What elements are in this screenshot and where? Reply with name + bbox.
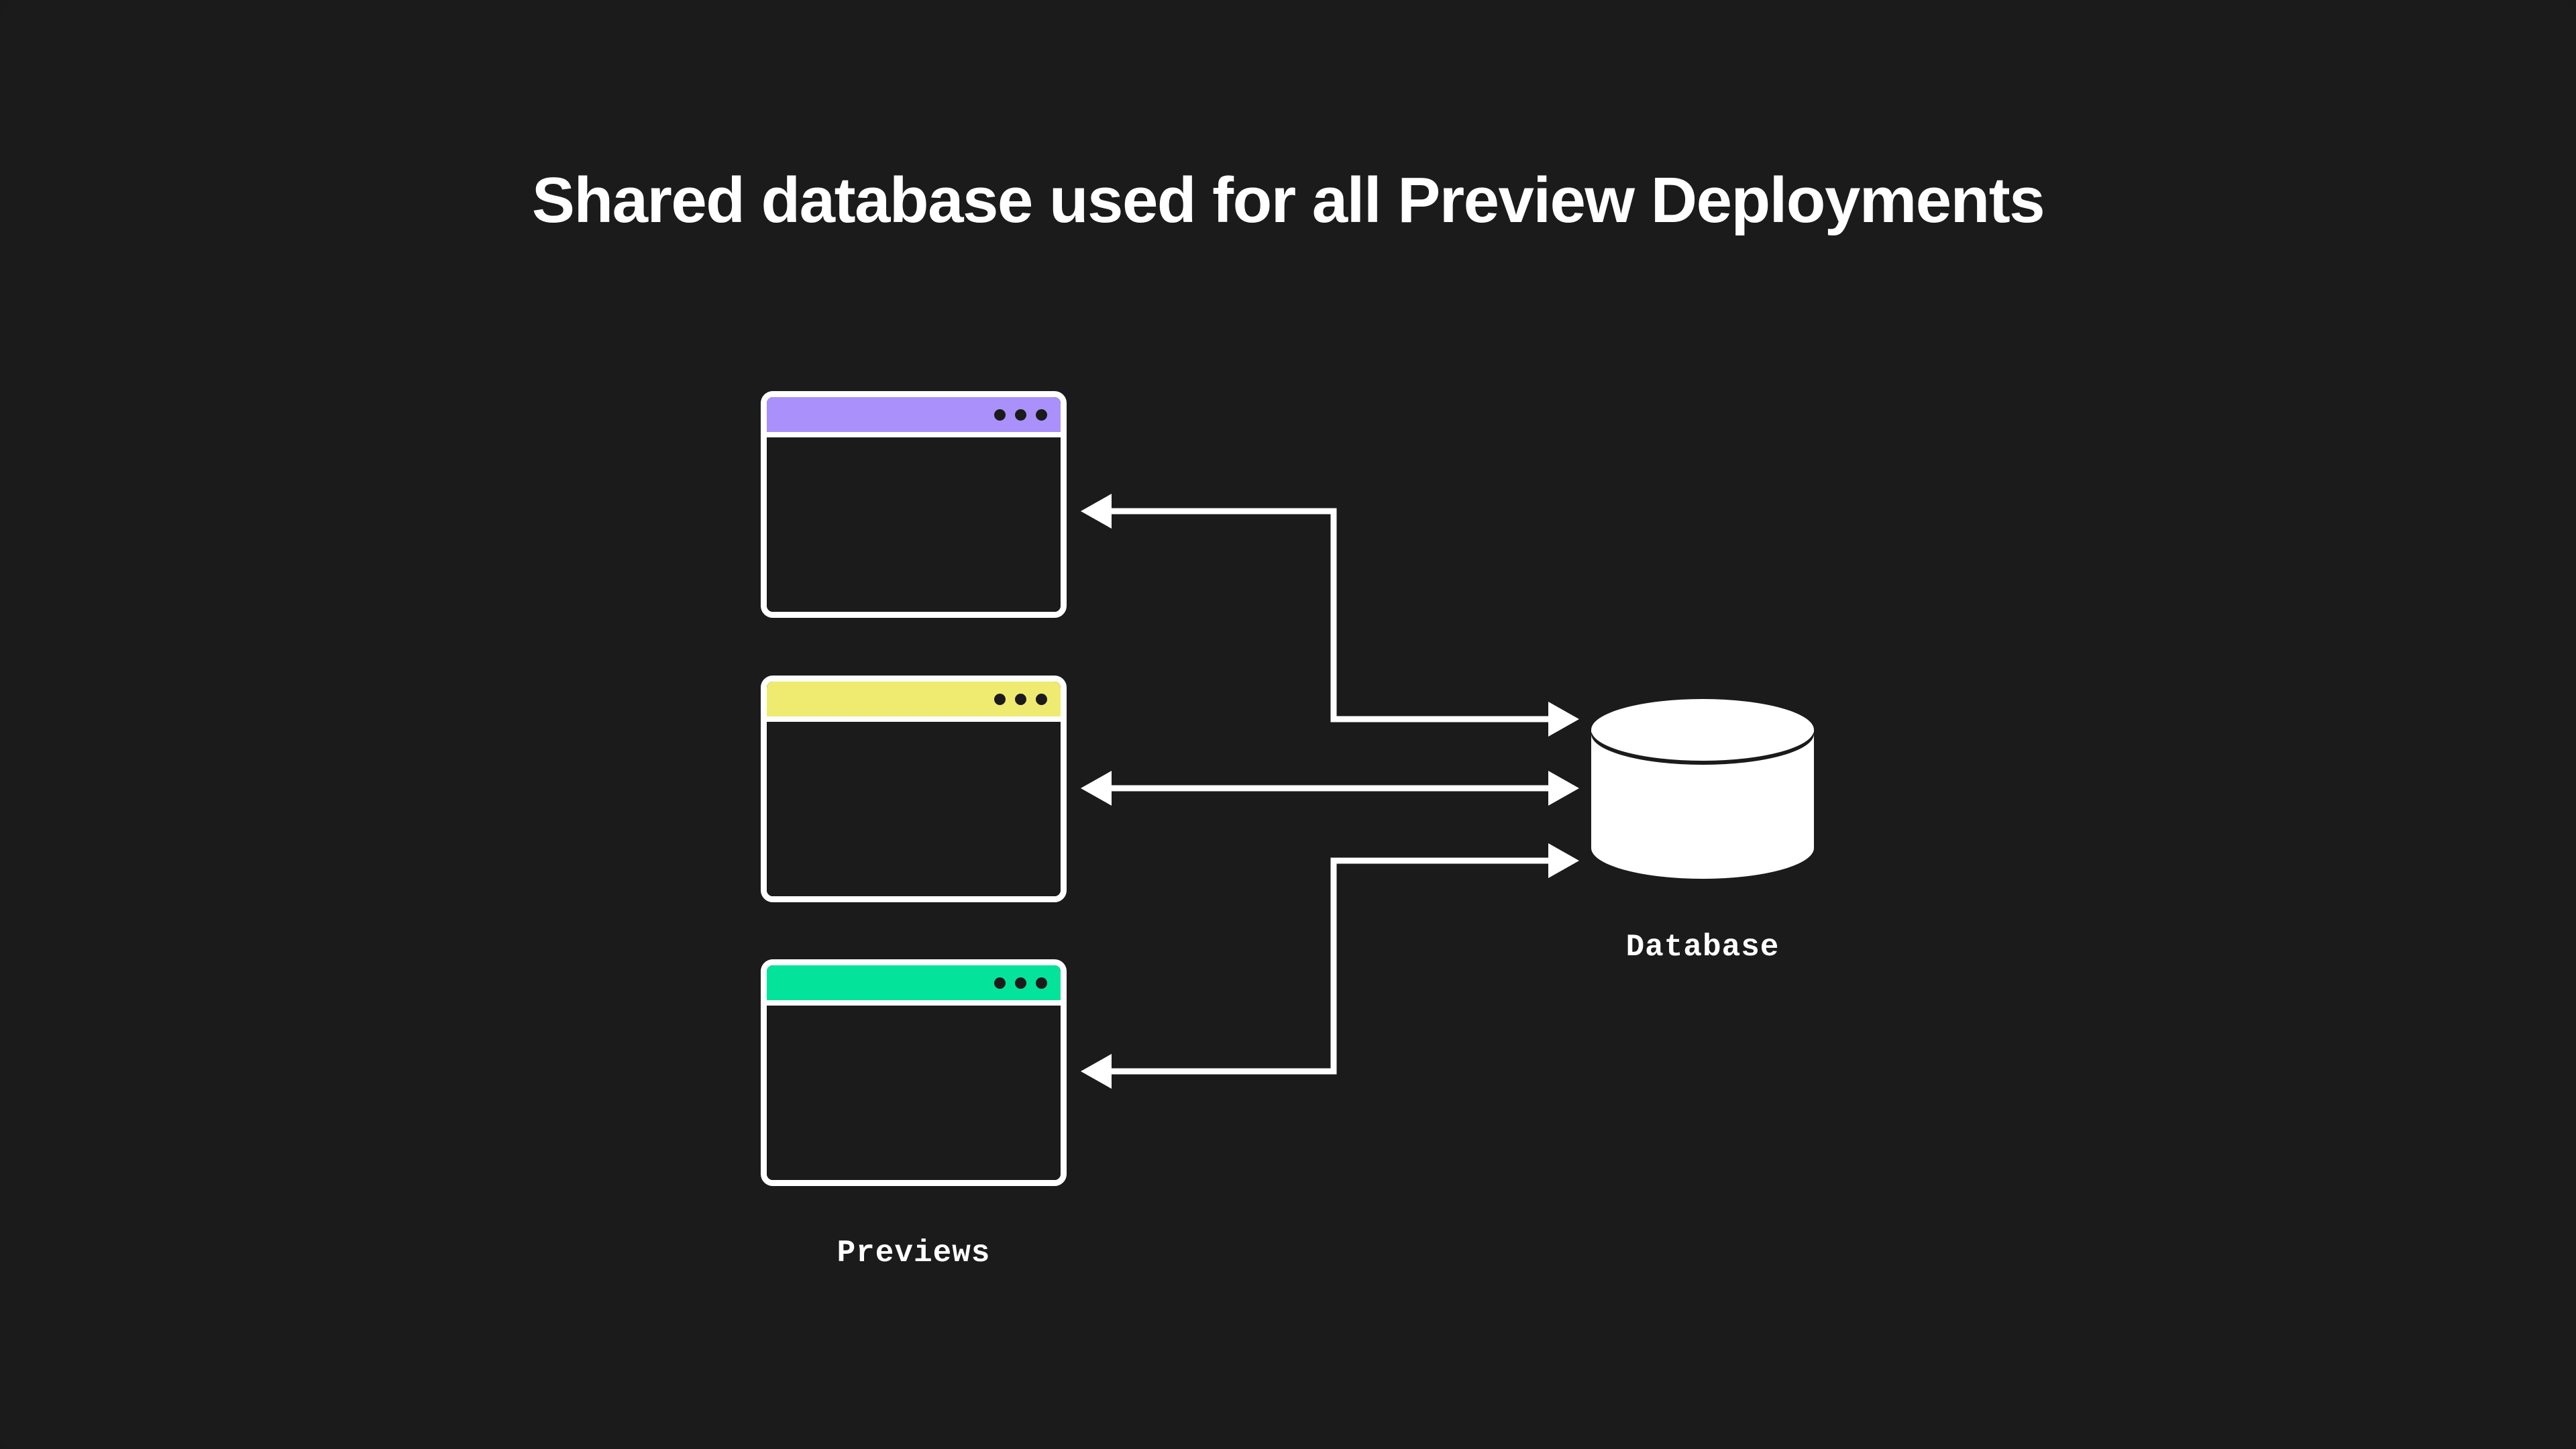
window-titlebar-1 [767,397,1061,437]
window-titlebar-3 [767,965,1061,1006]
window-dot-icon[interactable] [994,409,1006,421]
window-dot-icon[interactable] [1015,693,1026,705]
window-dot-icon[interactable] [1015,977,1026,989]
database-label: Database [1625,930,1780,965]
arrowhead-right-database-top [1548,702,1579,737]
preview-window-1[interactable] [761,391,1067,618]
window-body-1 [767,437,1061,612]
preview-window-2[interactable] [761,676,1067,902]
arrowhead-right-database-mid [1548,771,1579,806]
edge-db-to-preview-1-path [1096,508,1563,722]
window-controls-3 [994,977,1047,989]
arrowhead-left-preview-2 [1081,771,1112,806]
arrowhead-left-preview-3 [1081,1054,1112,1089]
arrowhead-left-preview-1 [1081,494,1112,529]
previews-label: Previews [837,1236,991,1271]
arrowhead-right-database-bottom [1548,843,1579,878]
page-title: Shared database used for all Preview Dep… [531,164,2045,236]
window-dot-icon[interactable] [1036,977,1047,989]
window-controls-2 [994,693,1047,705]
window-dot-icon[interactable] [1015,409,1026,421]
window-controls-1 [994,409,1047,421]
window-dot-icon[interactable] [994,977,1006,989]
window-dot-icon[interactable] [1036,693,1047,705]
window-titlebar-2 [767,682,1061,722]
cylinder-top-cap [1591,699,1814,761]
edge-preview-2-to-db [1081,771,1579,806]
preview-window-3[interactable] [761,959,1067,1186]
window-dot-icon[interactable] [994,693,1006,705]
cylinder-body [1591,730,1814,879]
edge-db-to-preview-3-path [1096,857,1563,1075]
window-body-3 [767,1006,1061,1180]
window-dot-icon[interactable] [1036,409,1047,421]
edge-db-to-preview-1 [1081,494,1579,737]
edge-db-to-preview-3 [1081,843,1579,1089]
database-cylinder-icon [1591,699,1814,879]
window-body-2 [767,722,1061,896]
